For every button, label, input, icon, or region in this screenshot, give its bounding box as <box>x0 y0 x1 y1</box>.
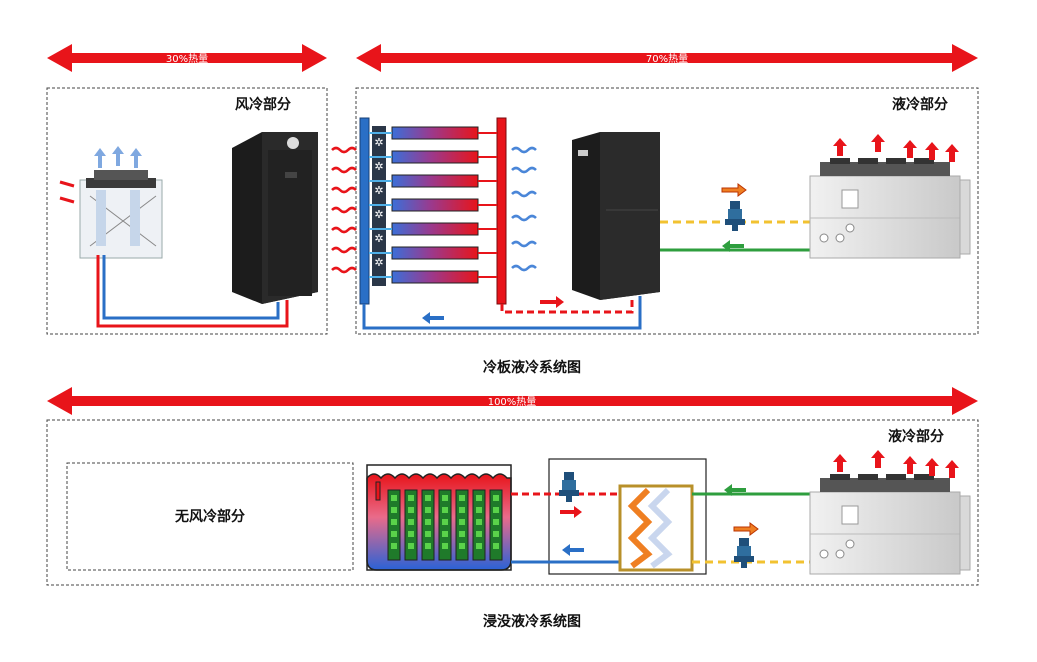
bottom-caption: 浸没液冷系统图 <box>483 613 581 630</box>
top-orange-arrow <box>721 183 747 197</box>
svg-text:✲: ✲ <box>374 184 383 197</box>
air-refrigerant-blue-pipe <box>102 255 280 320</box>
return-manifold <box>496 117 507 305</box>
flow-arrow-red <box>540 296 564 308</box>
top-green-arrow <box>722 240 744 252</box>
no-air-label: 无风冷部分 <box>174 508 245 525</box>
heat-100-label: 100%热量 <box>488 395 537 408</box>
cool-air-flow <box>510 146 538 272</box>
immersion-tank <box>366 464 512 571</box>
air-cooling-box <box>46 87 328 335</box>
server-cold-plates: ✲ ✲ ✲ ✲ ✲ ✲ <box>369 126 497 286</box>
cdu-cabinet <box>572 132 660 300</box>
plate-heat-exchanger <box>618 484 694 572</box>
heat-arrow-70 <box>356 44 978 72</box>
immersion-box <box>46 419 979 586</box>
bottom-cooling-tower <box>809 450 971 575</box>
immersion-flow-arrow-blue <box>562 544 584 556</box>
bottom-green-arrow <box>724 484 746 496</box>
svg-text:✲: ✲ <box>374 136 383 149</box>
air-ac-cabinet <box>232 132 318 304</box>
liquid-section-title-top: 液冷部分 <box>892 96 948 113</box>
svg-text:✲: ✲ <box>374 232 383 245</box>
heat-arrow-100 <box>47 387 978 415</box>
immersion-flow-arrow-red <box>560 506 582 518</box>
liquid-section-title-bottom: 液冷部分 <box>888 428 944 445</box>
svg-text:✲: ✲ <box>374 208 383 221</box>
svg-text:✲: ✲ <box>374 160 383 173</box>
air-section-title: 风冷部分 <box>235 96 291 113</box>
cdu-return-red-pipe <box>500 296 634 314</box>
condenser-unit <box>59 146 163 259</box>
top-cooling-tower <box>809 134 971 259</box>
bottom-inner-pump-icon <box>559 472 579 502</box>
bottom-orange-arrow <box>733 522 759 536</box>
heat-30-label: 30%热量 <box>166 52 208 65</box>
heat-arrow-30 <box>47 44 327 72</box>
top-pump-icon <box>725 201 745 231</box>
hot-air-flow <box>330 146 358 274</box>
svg-text:✲: ✲ <box>374 256 383 269</box>
cdu-supply-blue-pipe <box>362 296 642 330</box>
air-refrigerant-red-pipe <box>96 255 289 328</box>
no-air-box <box>66 462 354 571</box>
heat-70-label: 70%热量 <box>646 52 688 65</box>
liquid-cooling-box <box>355 87 979 335</box>
supply-manifold <box>359 117 370 305</box>
flow-arrow-blue <box>422 312 444 324</box>
heat-exchange-module <box>548 458 707 575</box>
top-caption: 冷板液冷系统图 <box>483 359 581 376</box>
